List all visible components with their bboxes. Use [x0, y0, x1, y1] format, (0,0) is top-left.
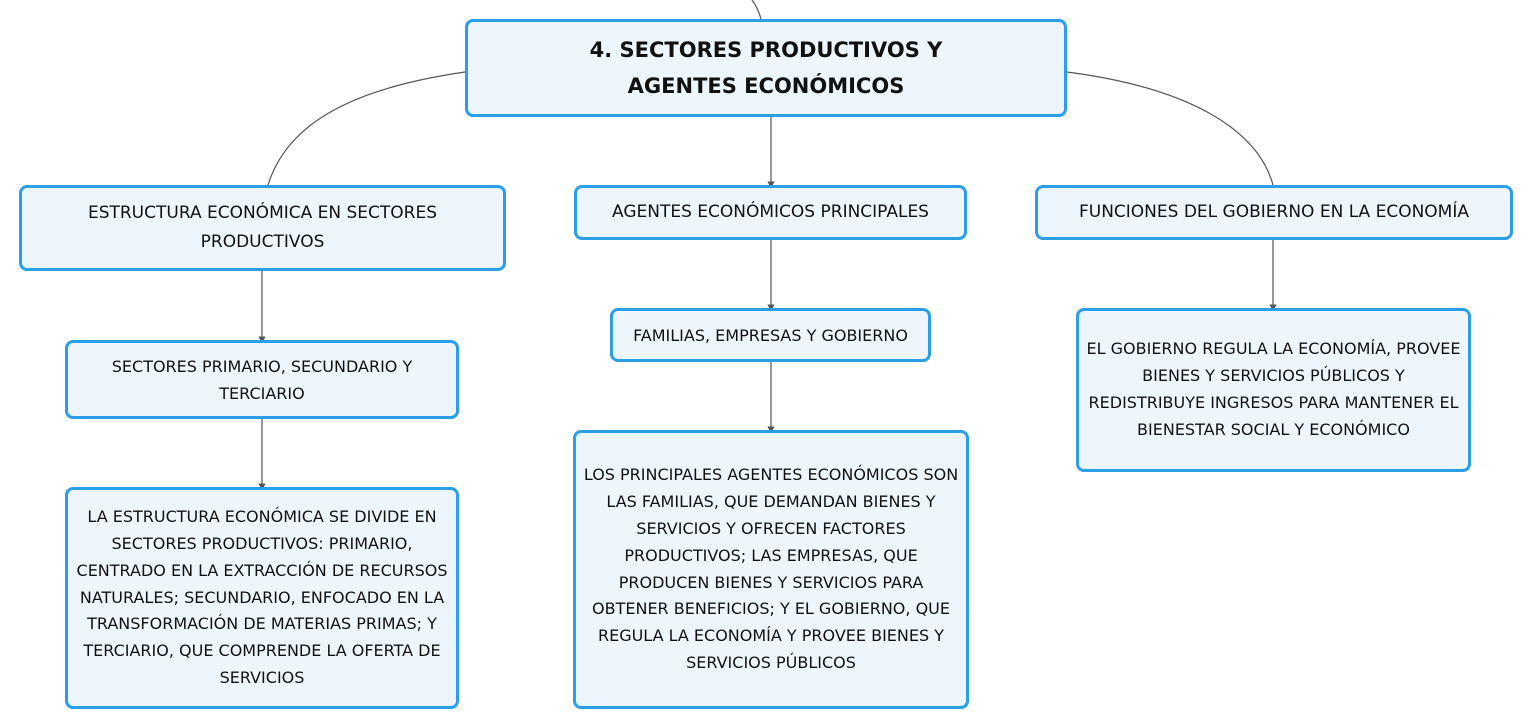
detail-estructura-economica[interactable]: LA ESTRUCTURA ECONÓMICA SE DIVIDE EN SEC…	[65, 487, 459, 709]
topic-agentes-label: AGENTES ECONÓMICOS PRINCIPALES	[612, 202, 929, 222]
topic-estructura-economica[interactable]: ESTRUCTURA ECONÓMICA EN SECTORES PRODUCT…	[19, 185, 506, 271]
detail-agentes-text: LOS PRINCIPALES AGENTES ECONÓMICOS SON L…	[583, 465, 959, 672]
topic-funciones-label: FUNCIONES DEL GOBIERNO EN LA ECONOMÍA	[1078, 202, 1469, 222]
topic-estructura-label: ESTRUCTURA ECONÓMICA EN SECTORES PRODUCT…	[87, 203, 438, 252]
detail-agentes-economicos[interactable]: LOS PRINCIPALES AGENTES ECONÓMICOS SON L…	[573, 430, 969, 709]
subtopic-gobierno-regula-label: EL GOBIERNO REGULA LA ECONOMÍA, PROVEE B…	[1086, 339, 1461, 439]
topic-funciones-gobierno[interactable]: FUNCIONES DEL GOBIERNO EN LA ECONOMÍA	[1035, 185, 1513, 240]
subtopic-familias-label: FAMILIAS, EMPRESAS Y GOBIERNO	[633, 325, 908, 345]
topic-agentes-economicos[interactable]: AGENTES ECONÓMICOS PRINCIPALES	[574, 185, 967, 240]
detail-estructura-text: LA ESTRUCTURA ECONÓMICA SE DIVIDE EN SEC…	[76, 507, 448, 687]
root-topic-node[interactable]: 4. SECTORES PRODUCTIVOS Y AGENTES ECONÓM…	[465, 19, 1067, 117]
subtopic-gobierno-regula[interactable]: EL GOBIERNO REGULA LA ECONOMÍA, PROVEE B…	[1076, 308, 1471, 472]
subtopic-sectores[interactable]: SECTORES PRIMARIO, SECUNDARIO Y TERCIARI…	[65, 340, 459, 419]
root-topic-label: 4. SECTORES PRODUCTIVOS Y AGENTES ECONÓM…	[589, 38, 943, 98]
subtopic-sectores-label: SECTORES PRIMARIO, SECUNDARIO Y TERCIARI…	[111, 356, 413, 403]
subtopic-familias-empresas-gobierno[interactable]: FAMILIAS, EMPRESAS Y GOBIERNO	[610, 308, 931, 362]
connector-root-to-funciones	[1066, 71, 1274, 186]
connector-parent-to-root	[751, 0, 762, 20]
connector-root-to-estructura	[267, 71, 466, 186]
